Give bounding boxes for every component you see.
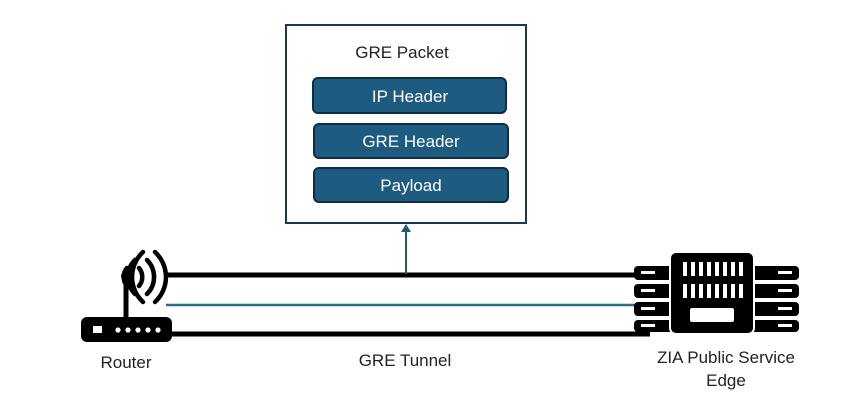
router-label: Router [100, 353, 151, 372]
tunnel-pipes [166, 272, 650, 337]
packet-field-gre-header: GRE Header [313, 123, 509, 159]
packet-field-label: GRE Header [362, 132, 460, 151]
packet-field-label: IP Header [372, 87, 449, 106]
edge-label-line2: Edge [706, 371, 746, 390]
packet-title: GRE Packet [355, 43, 449, 62]
packet-field-payload: Payload [313, 167, 509, 203]
encapsulation-arrow [401, 224, 411, 274]
server-cluster-icon [634, 251, 799, 335]
packet-field-label: Payload [380, 176, 441, 195]
gre-packet-box: GRE Packet IP Header GRE Header Payload [285, 24, 527, 224]
edge-label-line1: ZIA Public Service [657, 348, 795, 367]
center-server [669, 251, 755, 335]
tunnel-label: GRE Tunnel [359, 351, 452, 370]
packet-field-ip-header: IP Header [312, 77, 507, 114]
wifi-router-icon [81, 249, 172, 342]
